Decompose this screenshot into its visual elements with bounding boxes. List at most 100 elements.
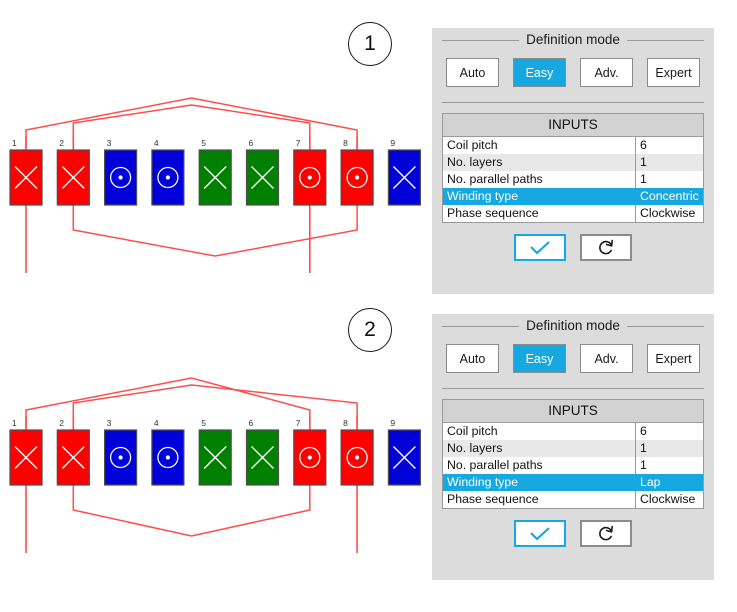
table-row[interactable]: No. layers 1 [443, 440, 703, 457]
end-turn-top [25, 377, 311, 428]
slot-2[interactable]: 2 [56, 138, 90, 206]
slot-label-4: 4 [154, 138, 159, 148]
action-button-group-2 [432, 509, 714, 560]
table-row-selected[interactable]: Winding type Lap [443, 474, 703, 491]
table-row[interactable]: Coil pitch 6 [443, 137, 703, 154]
slot-label-6: 6 [249, 138, 254, 148]
slot-label-7: 7 [296, 418, 301, 428]
slot-label-8: 8 [343, 418, 348, 428]
slot-label-1: 1 [12, 418, 17, 428]
check-icon [527, 525, 553, 543]
check-icon [527, 239, 553, 257]
slot-6[interactable]: 6 [245, 418, 280, 486]
confirm-button-1[interactable] [514, 234, 566, 261]
slot-label-7: 7 [296, 138, 301, 148]
input-label-no-parallel-paths-1: No. parallel paths [443, 171, 636, 188]
inputs-table-header-2: INPUTS [443, 400, 703, 423]
slot-2[interactable]: 2 [56, 418, 90, 486]
table-row-selected[interactable]: Winding type Concentric [443, 188, 703, 205]
end-turn-bottom [72, 485, 311, 537]
input-label-coil-pitch-1: Coil pitch [443, 137, 636, 154]
end-turn-top [72, 104, 311, 148]
slot-1[interactable]: 1 [9, 418, 43, 486]
slot-8[interactable]: 8 [340, 138, 374, 206]
step-marker-1: 1 [348, 22, 392, 66]
slot-8[interactable]: 8 [340, 418, 374, 486]
slot-6[interactable]: 6 [245, 138, 280, 206]
input-value-no-parallel-paths-1[interactable]: 1 [640, 172, 647, 186]
slot-9[interactable]: 9 [387, 138, 421, 206]
slot-9[interactable]: 9 [387, 418, 421, 486]
mode-button-auto-1[interactable]: Auto [446, 58, 499, 87]
mode-button-adv-2[interactable]: Adv. [580, 344, 633, 373]
inputs-table-1: INPUTS Coil pitch 6 No. layers 1 No. par… [442, 113, 704, 223]
winding-diagram-concentric: 1 2 3 4 5 6 7 8 9 [0, 88, 425, 303]
slot-label-2: 2 [59, 138, 64, 148]
input-value-coil-pitch-1[interactable]: 6 [640, 138, 647, 152]
input-value-phase-sequence-2[interactable]: Clockwise [640, 492, 696, 506]
definition-mode-groupbox-1: Definition mode Auto Easy Adv. Expert [442, 32, 704, 100]
slot-label-5: 5 [201, 418, 206, 428]
end-turn-bottom [72, 205, 358, 257]
mode-button-auto-2[interactable]: Auto [446, 344, 499, 373]
slot-5[interactable]: 5 [198, 138, 232, 206]
slot-label-3: 3 [107, 418, 112, 428]
reset-icon [596, 238, 616, 258]
end-turn-top [72, 384, 358, 428]
definition-mode-groupbox-2: Definition mode Auto Easy Adv. Expert [442, 318, 704, 386]
slot-7[interactable]: 7 [293, 138, 327, 206]
table-row[interactable]: Phase sequence Clockwise [443, 491, 703, 508]
slot-label-6: 6 [249, 418, 254, 428]
mode-button-expert-1[interactable]: Expert [647, 58, 700, 87]
mode-button-expert-2[interactable]: Expert [647, 344, 700, 373]
slot-1[interactable]: 1 [9, 138, 43, 206]
confirm-button-2[interactable] [514, 520, 566, 547]
mode-button-group-2: Auto Easy Adv. Expert [442, 331, 704, 386]
input-label-phase-sequence-2: Phase sequence [443, 491, 636, 508]
slot-4[interactable]: 4 [151, 418, 185, 486]
table-row[interactable]: Phase sequence Clockwise [443, 205, 703, 222]
input-label-coil-pitch-2: Coil pitch [443, 423, 636, 440]
slot-5[interactable]: 5 [198, 418, 232, 486]
input-label-winding-type-2: Winding type [443, 474, 636, 491]
slot-3[interactable]: 3 [103, 138, 138, 206]
table-row[interactable]: No. parallel paths 1 [443, 171, 703, 188]
step-marker-2-label: 2 [364, 318, 376, 341]
input-label-no-layers-2: No. layers [443, 440, 636, 457]
slot-label-2: 2 [59, 418, 64, 428]
input-label-no-layers-1: No. layers [443, 154, 636, 171]
input-label-winding-type-1: Winding type [443, 188, 636, 205]
slot-7[interactable]: 7 [293, 418, 327, 486]
slot-label-3: 3 [107, 138, 112, 148]
slot-label-9: 9 [390, 138, 395, 148]
input-value-winding-type-1[interactable]: Concentric [640, 189, 699, 203]
reset-button-2[interactable] [580, 520, 632, 547]
mode-button-adv-1[interactable]: Adv. [580, 58, 633, 87]
inputs-table-header-1: INPUTS [443, 114, 703, 137]
input-value-phase-sequence-1[interactable]: Clockwise [640, 206, 696, 220]
slot-label-9: 9 [390, 418, 395, 428]
panel-divider-2 [442, 388, 704, 389]
input-value-no-layers-1[interactable]: 1 [640, 155, 647, 169]
reset-button-1[interactable] [580, 234, 632, 261]
mode-button-group-1: Auto Easy Adv. Expert [442, 45, 704, 100]
mode-button-easy-2[interactable]: Easy [513, 344, 566, 373]
input-value-coil-pitch-2[interactable]: 6 [640, 424, 647, 438]
slot-4[interactable]: 4 [151, 138, 185, 206]
table-row[interactable]: No. layers 1 [443, 154, 703, 171]
slot-label-5: 5 [201, 138, 206, 148]
step-marker-2: 2 [348, 308, 392, 352]
mode-button-easy-1[interactable]: Easy [513, 58, 566, 87]
input-label-phase-sequence-1: Phase sequence [443, 205, 636, 222]
slot-label-4: 4 [154, 418, 159, 428]
definition-mode-panel-1: Definition mode Auto Easy Adv. Expert IN… [432, 28, 714, 294]
table-row[interactable]: Coil pitch 6 [443, 423, 703, 440]
input-value-no-layers-2[interactable]: 1 [640, 441, 647, 455]
input-value-winding-type-2[interactable]: Lap [640, 475, 661, 489]
input-value-no-parallel-paths-2[interactable]: 1 [640, 458, 647, 472]
slot-label-1: 1 [12, 138, 17, 148]
slot-label-8: 8 [343, 138, 348, 148]
table-row[interactable]: No. parallel paths 1 [443, 457, 703, 474]
definition-mode-title-2: Definition mode [519, 318, 627, 333]
slot-3[interactable]: 3 [103, 418, 138, 486]
